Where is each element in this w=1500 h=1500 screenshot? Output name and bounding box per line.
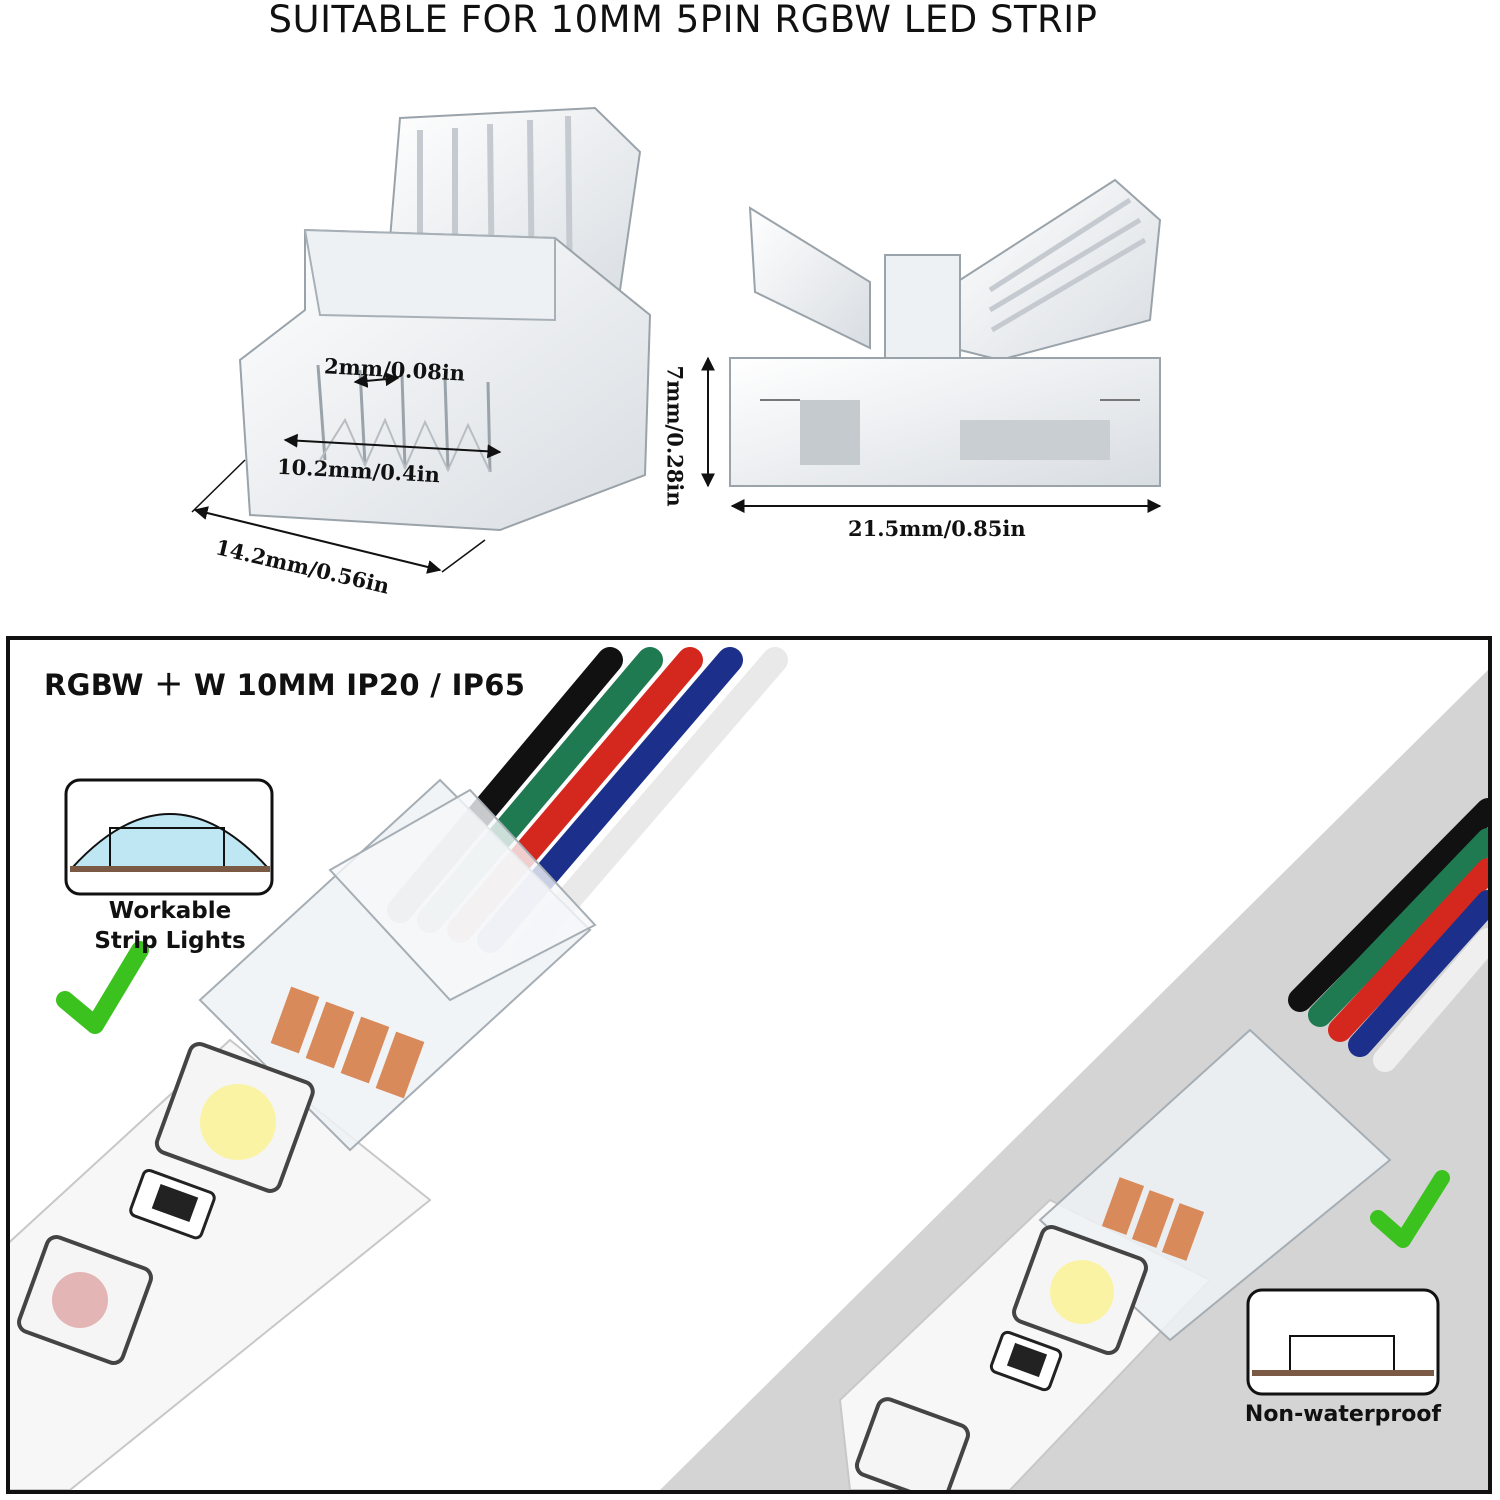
connector-side-view xyxy=(701,178,1162,513)
height-dimension: 7mm/0.28in xyxy=(662,365,688,507)
workable-label-line1: Workable xyxy=(108,898,232,924)
left-strip-assembly xyxy=(10,647,788,1490)
strip-connection-illustration xyxy=(10,647,1488,1490)
workable-label-line2: Strip Lights xyxy=(94,928,246,954)
connector-dimension-diagram xyxy=(191,106,1162,574)
nonwaterproof-strip-icon xyxy=(1246,1288,1440,1396)
workable-strip-icon xyxy=(64,778,274,896)
connector-3d-view xyxy=(191,106,652,574)
page-title: SUITABLE FOR 10MM 5PIN RGBW LED STRIP xyxy=(268,0,1098,41)
nonwaterproof-label: Non-waterproof xyxy=(1244,1402,1442,1427)
workable-label: Workable Strip Lights xyxy=(80,896,260,956)
right-strip-assembly xyxy=(838,798,1488,1490)
check-icon-right xyxy=(1370,1170,1450,1248)
compatibility-panel: RGBW ＋ W 10MM IP20 / IP65 Workable Strip… xyxy=(6,636,1492,1494)
length-dimension: 21.5mm/0.85in xyxy=(848,516,1026,541)
check-icon-left xyxy=(56,941,149,1034)
panel-title: RGBW ＋ W 10MM IP20 / IP65 xyxy=(44,668,526,702)
